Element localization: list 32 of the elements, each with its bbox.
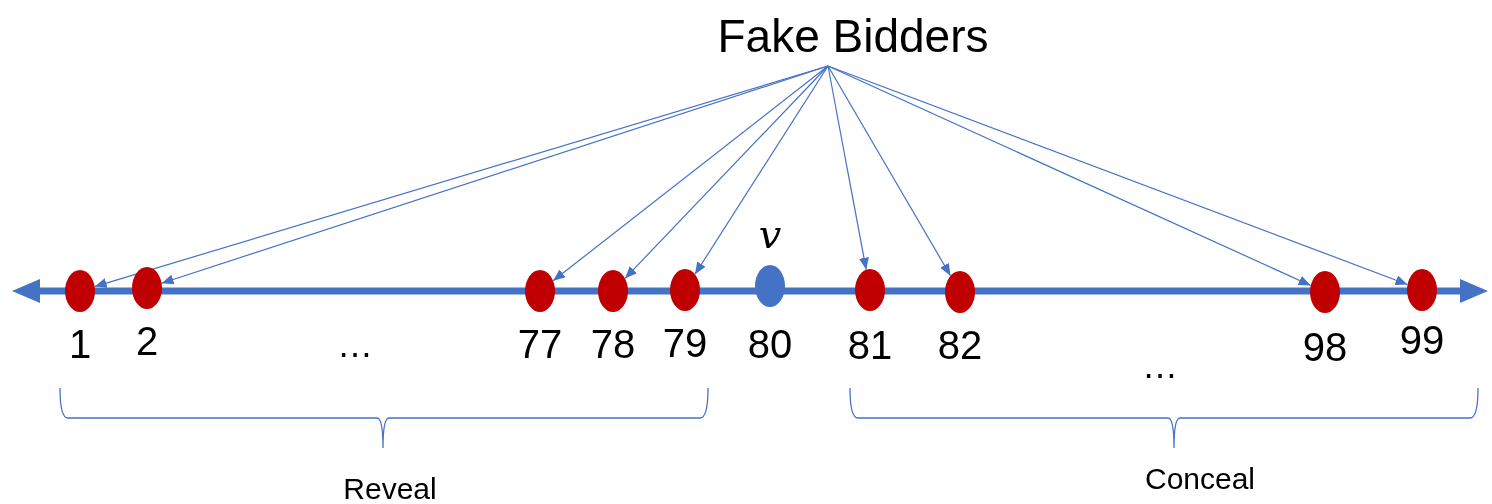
arrow xyxy=(827,65,1409,286)
dot-marker xyxy=(598,270,628,312)
number-label: 81 xyxy=(847,325,893,365)
number-label: 80 xyxy=(747,324,793,364)
arrow xyxy=(827,65,869,271)
arrow xyxy=(552,65,829,282)
number-label: 77 xyxy=(517,324,563,364)
dot-marker xyxy=(755,265,785,307)
variable-label: v xyxy=(758,214,782,254)
number-label: 2 xyxy=(135,321,159,361)
number-label: 1 xyxy=(68,324,92,364)
arrow xyxy=(694,65,829,275)
dot-marker xyxy=(1310,271,1340,313)
dot-marker xyxy=(65,270,95,312)
bracket-label: Conceal xyxy=(1144,464,1256,494)
number-label: 79 xyxy=(662,323,708,363)
ellipsis-text: … xyxy=(1142,348,1178,384)
dot-marker xyxy=(945,271,975,313)
number-label: 82 xyxy=(937,325,983,365)
dot-marker xyxy=(132,267,162,309)
number-label: 98 xyxy=(1302,327,1348,367)
heading-text: Fake Bidders xyxy=(717,6,989,66)
number-label: 78 xyxy=(590,324,636,364)
arrow xyxy=(827,65,952,277)
dot-marker xyxy=(670,269,700,311)
ellipsis-text: … xyxy=(337,327,373,363)
dot-marker xyxy=(855,269,885,311)
arrow xyxy=(624,65,829,279)
number-label: 99 xyxy=(1399,320,1445,360)
dot-marker xyxy=(1407,269,1437,311)
bracket-label: Reveal xyxy=(343,474,437,504)
dot-marker xyxy=(525,270,555,312)
